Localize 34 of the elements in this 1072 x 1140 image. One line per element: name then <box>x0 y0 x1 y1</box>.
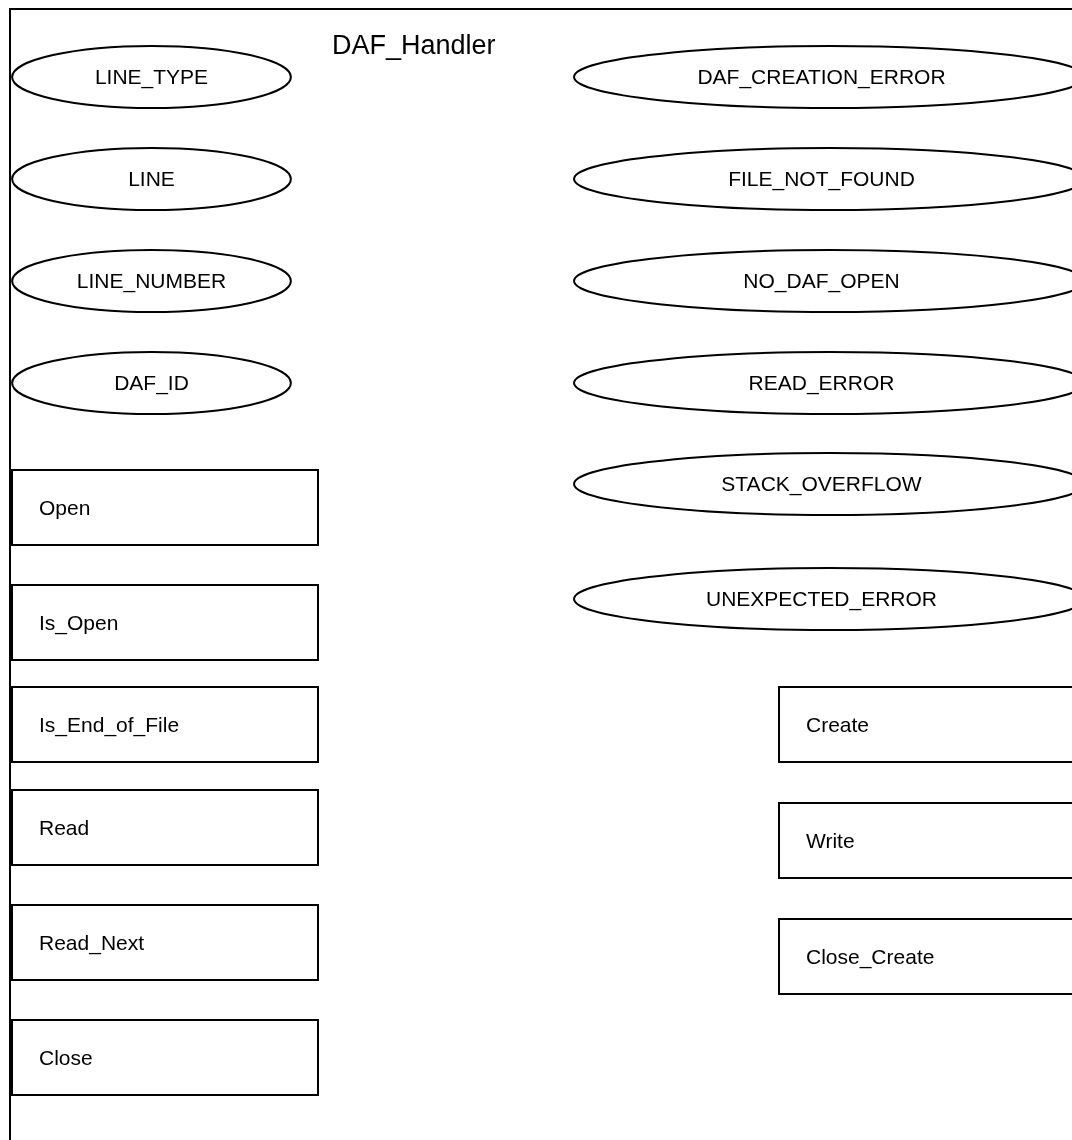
operation-name: Create <box>806 712 870 737</box>
operation-box <box>778 686 1072 763</box>
operation-box <box>11 469 319 546</box>
attribute-name: READ_ERROR <box>748 371 895 395</box>
operation-box <box>11 1019 319 1096</box>
attribute-name: LINE_NUMBER <box>76 269 227 293</box>
attribute-ellipse <box>11 147 292 211</box>
attribute-name: DAF_CREATION_ERROR <box>697 65 946 89</box>
attribute-ellipse <box>11 351 292 415</box>
operation-box <box>778 918 1072 995</box>
attribute-name: STACK_OVERFLOW <box>721 472 922 496</box>
operation-box <box>11 904 319 981</box>
operation-box <box>11 584 319 661</box>
attribute-ellipse <box>11 249 292 313</box>
attribute-name: NO_DAF_OPEN <box>743 269 900 293</box>
operation-box <box>11 789 319 866</box>
operation-box <box>778 802 1072 879</box>
attribute-name: FILE_NOT_FOUND <box>728 167 915 191</box>
attribute-name: LINE_TYPE <box>94 65 209 89</box>
operation-name: Read <box>39 815 90 840</box>
operation-name: Write <box>806 828 855 853</box>
operation-name: Is_Open <box>39 610 119 635</box>
operation-name: Read_Next <box>39 930 145 955</box>
operation-name: Is_End_of_File <box>39 712 180 737</box>
operation-box <box>11 686 319 763</box>
attribute-name: UNEXPECTED_ERROR <box>705 587 937 611</box>
attribute-name: DAF_ID <box>114 371 189 395</box>
operation-name: Open <box>39 495 91 520</box>
package-frame <box>9 8 1072 1140</box>
operation-name: Close_Create <box>806 944 935 969</box>
operation-name: Close <box>39 1045 93 1070</box>
package-title: DAF_Handler <box>332 30 496 61</box>
attribute-name: LINE <box>128 167 175 191</box>
attribute-ellipse <box>11 45 292 109</box>
